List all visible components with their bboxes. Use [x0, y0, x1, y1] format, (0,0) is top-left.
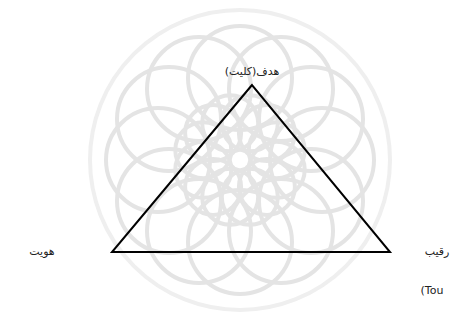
citation-fragment: (Tou: [421, 284, 444, 297]
vertex-label: هویت: [29, 245, 54, 258]
triangle: [112, 85, 390, 252]
vertex-label: هدف(کلیت): [225, 65, 280, 78]
rosette-watermark: [90, 10, 390, 310]
vertex-label: رقیب: [425, 245, 450, 258]
